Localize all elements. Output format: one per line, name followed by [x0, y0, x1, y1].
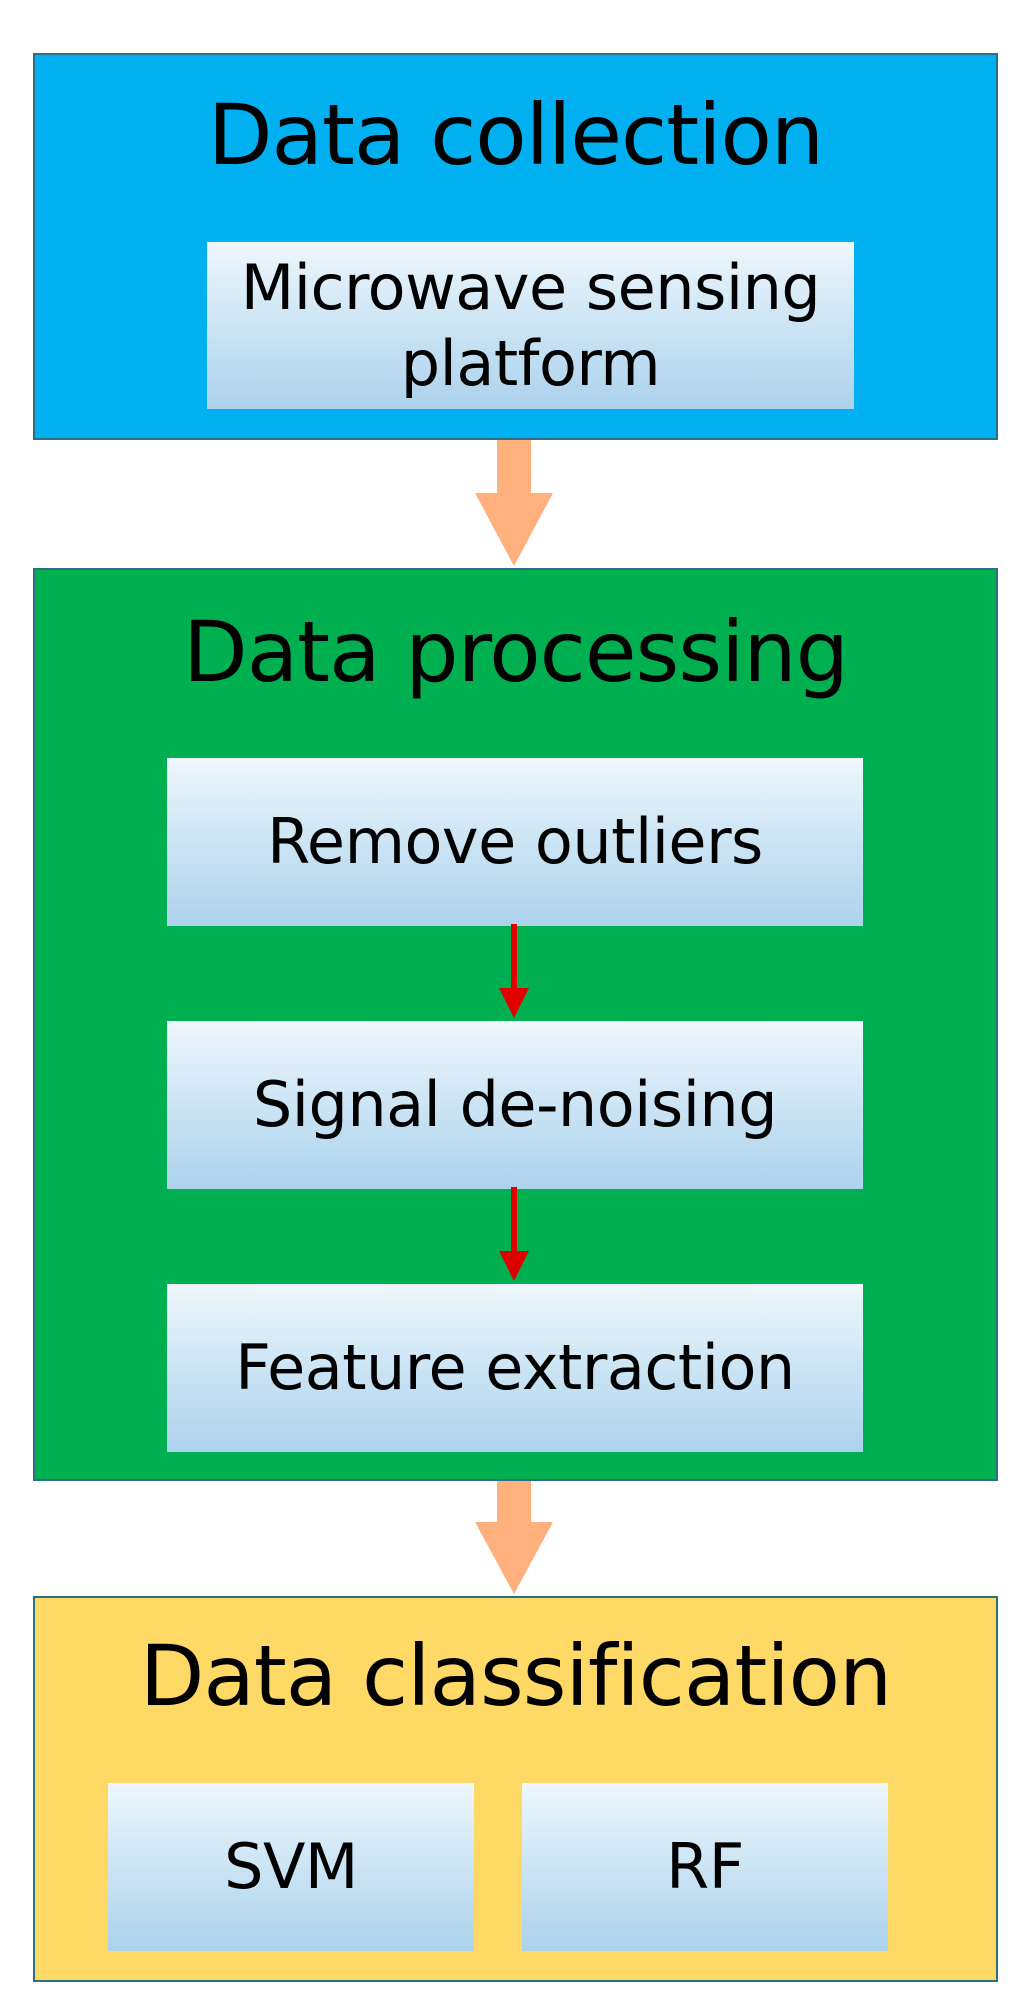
stage-data-classification: Data classification SVM RF [33, 1596, 998, 1982]
stage-title-data-processing: Data processing [183, 603, 849, 701]
box-label-line1: Microwave sensing [240, 250, 821, 324]
step-remove-outliers: Remove outliers [167, 758, 863, 926]
stage-title-data-classification: Data classification [139, 1627, 893, 1725]
step-feature-extraction: Feature extraction [167, 1284, 863, 1452]
thin-arrow-down-icon [499, 1187, 529, 1281]
block-arrow-down-icon [475, 440, 553, 566]
stage-data-processing: Data processing Remove outliers Signal d… [33, 568, 998, 1481]
stage-title-data-collection: Data collection [207, 86, 824, 184]
step-signal-de-noising: Signal de-noising [167, 1021, 863, 1189]
stage-data-collection: Data collection Microwave sensing platfo… [33, 53, 998, 440]
block-arrow-down-icon [475, 1481, 553, 1594]
method-svm: SVM [108, 1783, 474, 1951]
method-rf: RF [522, 1783, 888, 1951]
thin-arrow-down-icon [499, 924, 529, 1018]
box-label-line2: platform [400, 326, 661, 400]
box-microwave-sensing-platform: Microwave sensing platform [207, 242, 854, 409]
